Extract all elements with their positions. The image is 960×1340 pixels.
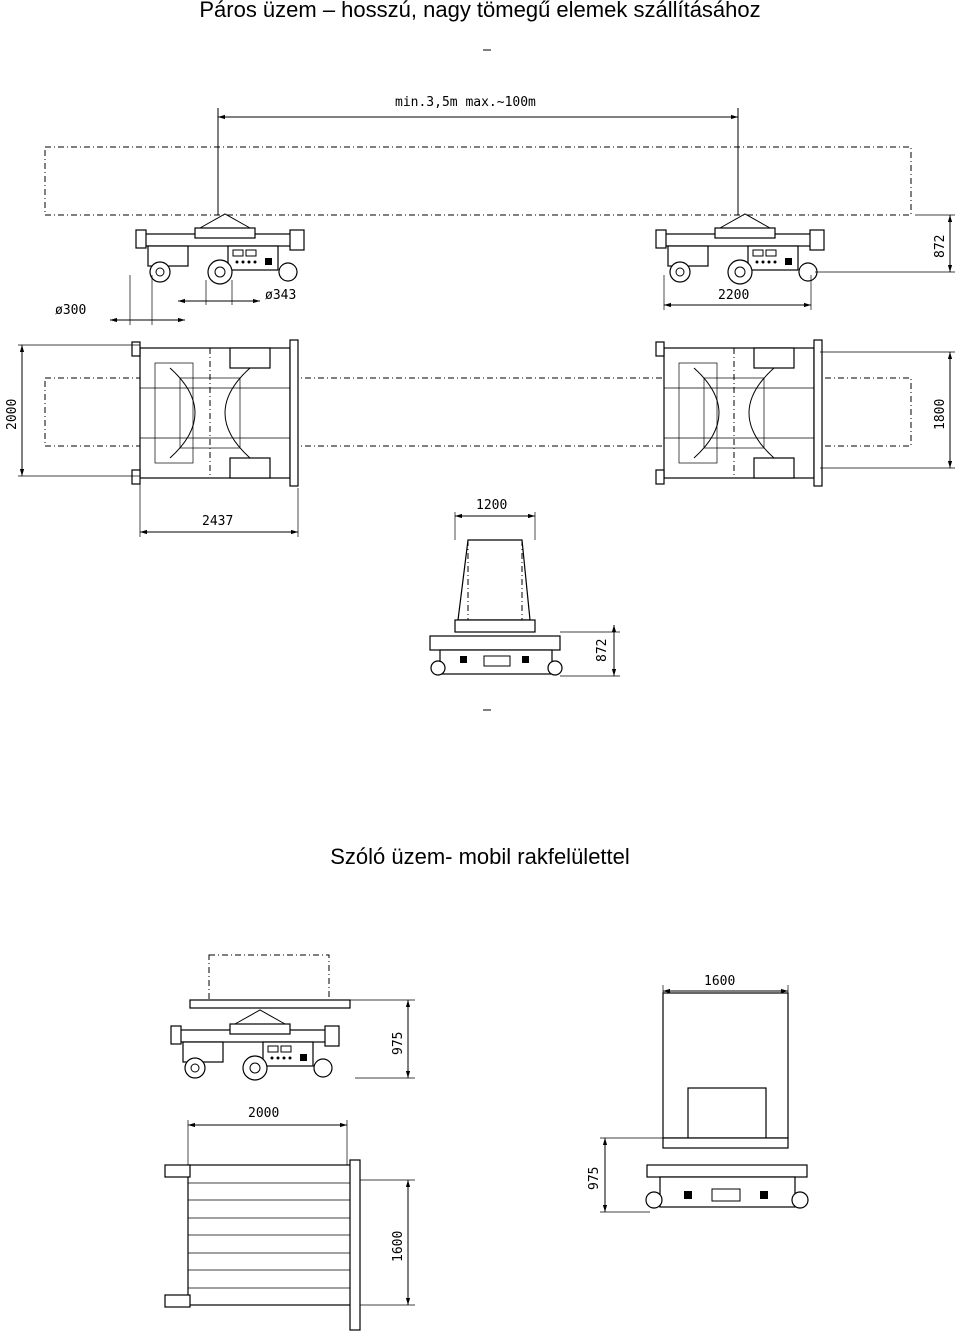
width-1800-dimension: 1800	[933, 399, 948, 430]
diameter-343-dimension: ø343	[265, 288, 296, 303]
paired-side-view: min.3,5m max.~100m 872 ø300 ø343 2200	[44, 49, 955, 325]
length-2200-dimension: 2200	[718, 288, 749, 303]
solo-top-view: 2000 1600	[164, 1106, 415, 1331]
paired-top-view: 2000 2437 1800	[5, 339, 955, 537]
length-2000-dimension: 2000	[248, 1106, 279, 1121]
diameter-300-dimension: ø300	[55, 303, 86, 318]
length-2437-dimension: 2437	[202, 514, 233, 529]
solo-side-view: 975	[170, 954, 415, 1081]
height-872-dimension: 872	[933, 235, 948, 258]
front-view-pallet: 1200 872	[429, 498, 620, 711]
width-1600b-dimension: 1600	[704, 974, 735, 989]
width-2000-dimension: 2000	[5, 399, 20, 430]
solo-front-view: 1600 975	[587, 974, 809, 1213]
paired-mode-title: Páros üzem – hosszú, nagy tömegű elemek …	[199, 0, 761, 22]
span-dimension: min.3,5m max.~100m	[395, 95, 536, 110]
height-872b-dimension: 872	[595, 639, 610, 662]
height-975b-dimension: 975	[587, 1167, 602, 1190]
width-1600a-dimension: 1600	[391, 1231, 406, 1262]
solo-mode-title: Szóló üzem- mobil rakfelülettel	[330, 844, 630, 869]
width-1200-dimension: 1200	[476, 498, 507, 513]
height-975a-dimension: 975	[391, 1032, 406, 1055]
